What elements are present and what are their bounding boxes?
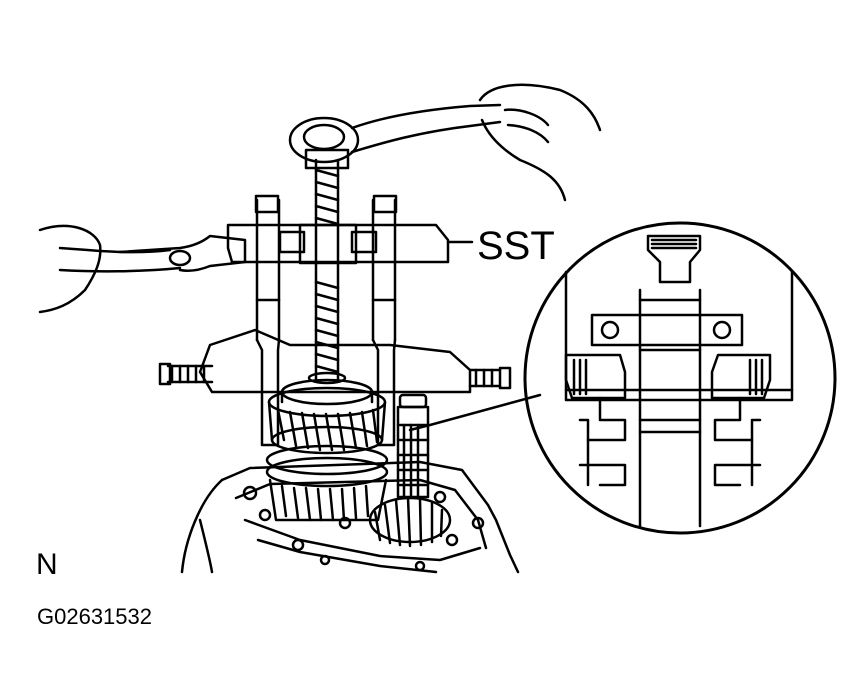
ring-wrench [288,103,502,164]
callout-leaders [408,240,542,432]
sst-callout-label: SST [477,224,555,268]
detail-view [523,221,837,535]
puller-tool [158,148,512,447]
counter-shaft [396,393,430,499]
right-hand [478,83,602,202]
figure-id-label: G02631532 [37,604,152,629]
open-end-wrench [118,234,247,273]
helical-gear [267,371,387,455]
transmission-case [180,460,520,574]
view-code-label: N [36,548,58,581]
left-hand [38,224,182,314]
